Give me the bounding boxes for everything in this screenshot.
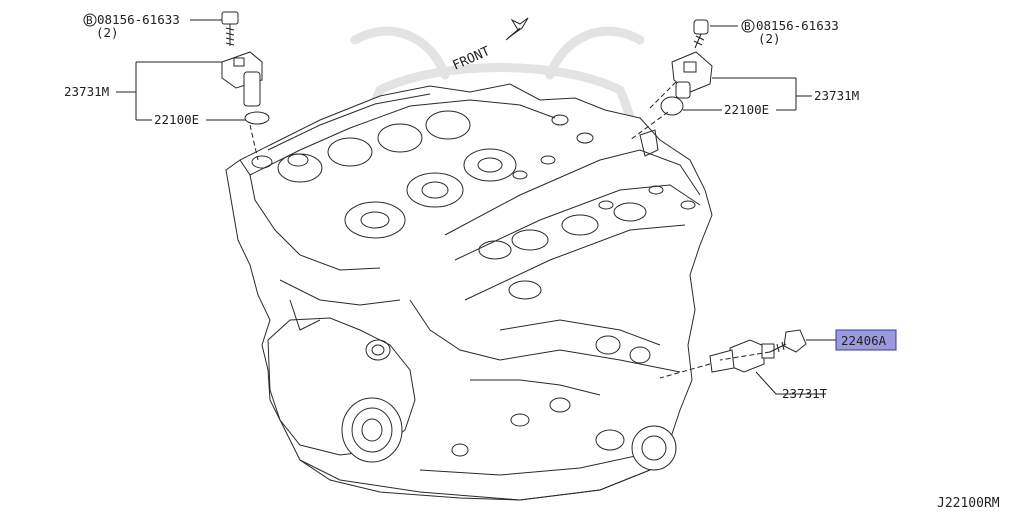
diagram-code: J22100RM xyxy=(937,496,1000,511)
label-sensor-bottom: 23731T xyxy=(782,386,828,401)
label-oring-left: 22100E xyxy=(154,112,199,127)
bolt-left-drawing xyxy=(221,11,239,46)
label-bolt-bottom-highlight[interactable]: 22406A xyxy=(835,329,897,351)
label-bolt-right: B 08156-61633 (2) xyxy=(741,18,839,46)
sensor-bottom-drawing xyxy=(659,339,775,379)
bolt-right-symbol: B xyxy=(744,20,751,33)
engine-block xyxy=(225,83,713,501)
bolt-right-part-number: 08156-61633 xyxy=(756,18,839,33)
bolt-left-quantity: (2) xyxy=(96,25,119,40)
sensor-left-drawing xyxy=(221,51,270,161)
leader-lines xyxy=(116,19,836,395)
bolt-right-drawing xyxy=(693,19,709,49)
bolt-bottom-drawing xyxy=(719,329,807,361)
bolt-left-symbol: B xyxy=(86,14,93,27)
bolt-right-quantity: (2) xyxy=(758,31,781,46)
front-arrow-icon xyxy=(507,17,529,39)
label-bolt-bottom[interactable]: 22406A xyxy=(841,333,887,348)
bolt-left-part-number: 08156-61633 xyxy=(97,12,180,27)
label-oring-right: 22100E xyxy=(724,102,769,117)
label-bolt-left: B 08156-61633 (2) xyxy=(83,12,180,40)
sensor-right-drawing xyxy=(629,51,713,141)
label-sensor-right: 23731M xyxy=(814,88,859,103)
label-sensor-left: 23731M xyxy=(64,84,109,99)
